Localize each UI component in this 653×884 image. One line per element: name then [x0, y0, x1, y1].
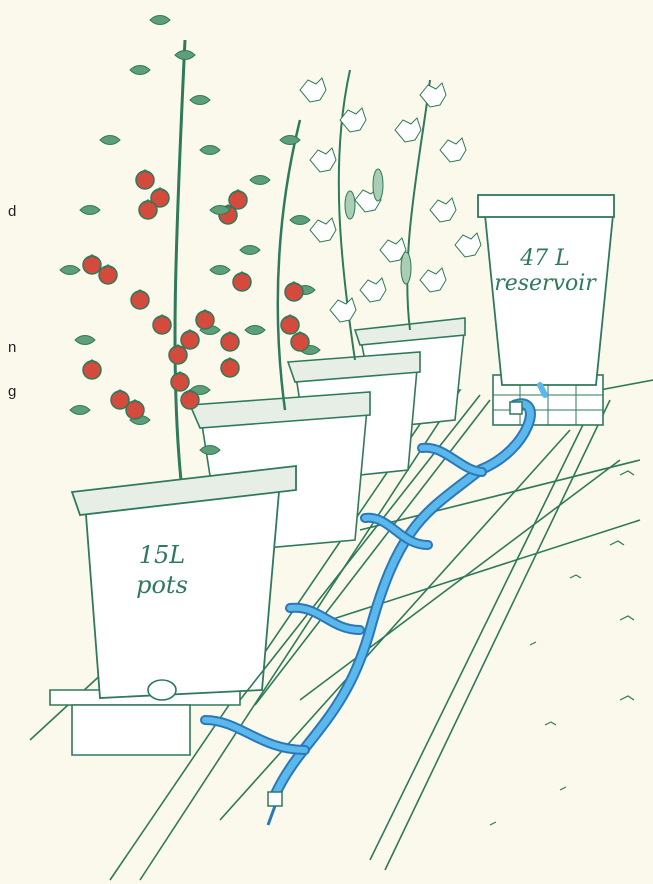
pots-label-line1: 15L	[139, 541, 185, 569]
hose-valve	[268, 792, 282, 825]
edge-text-fragment-n: n	[8, 339, 16, 356]
hose-valve	[510, 402, 522, 414]
ground-marks	[490, 471, 634, 825]
cucumber-plant	[300, 70, 481, 360]
pots-label-line2: pots	[136, 571, 188, 599]
reservoir-label-line1: 47 L	[519, 246, 570, 271]
edge-text-fragment-d: d	[8, 203, 16, 220]
reservoir-label-line2: reservoir	[494, 271, 597, 296]
edge-text-fragment-g: g	[8, 383, 16, 400]
planter-pot: 15L pots	[50, 466, 296, 755]
